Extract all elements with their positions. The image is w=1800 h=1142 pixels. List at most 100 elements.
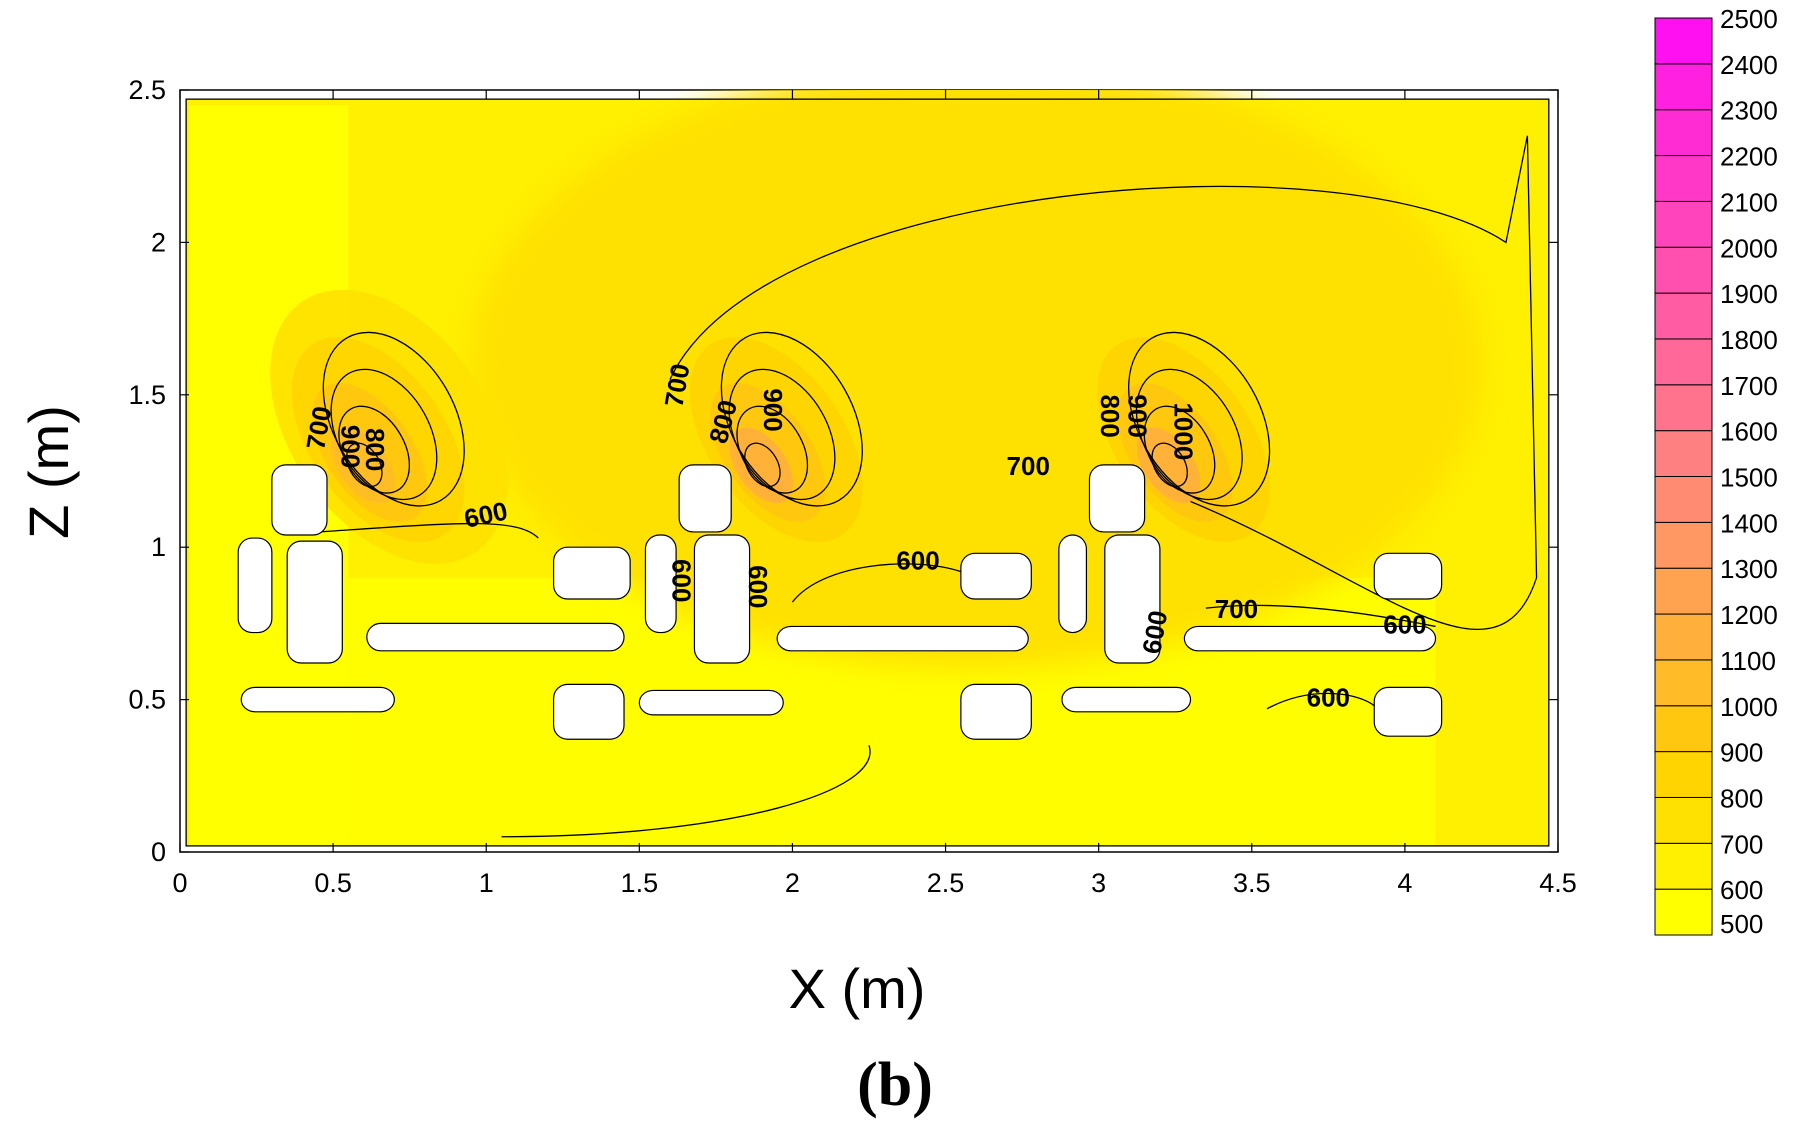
x-tick-label: 2.5 [927, 868, 965, 898]
obstacle [1183, 625, 1437, 652]
contour-domain-edge [185, 98, 1550, 847]
colorbar-swatch [1654, 659, 1713, 707]
y-tick-label: 0 [151, 837, 166, 867]
obstacle [366, 622, 625, 652]
colorbar-label: 2000 [1720, 233, 1778, 263]
x-tick-label: 4 [1397, 868, 1412, 898]
obstacle [776, 625, 1029, 652]
colorbar-swatch [1654, 476, 1713, 523]
contour-label: 700 [1007, 451, 1050, 481]
contour-label: 600 [666, 559, 696, 602]
contour-plume-3 [1151, 442, 1188, 488]
obstacle [960, 683, 1032, 740]
colorbar-label: 1700 [1720, 371, 1778, 401]
colorbar-label: 1800 [1720, 325, 1778, 355]
obstacle [237, 537, 273, 634]
colorbar-label: 1400 [1720, 508, 1778, 538]
x-tick-label: 1 [479, 868, 494, 898]
y-tick-label: 0.5 [128, 685, 166, 715]
colorbar-swatch [1654, 246, 1713, 294]
obstacle [1088, 464, 1146, 533]
contour-lines [185, 98, 1550, 847]
x-axis-title: X (m) [789, 957, 926, 1020]
colorbar-swatch [1654, 109, 1713, 157]
contour-700-right [1205, 604, 1436, 628]
contour-plume-2 [744, 442, 781, 488]
x-tick-label: 3.5 [1233, 868, 1271, 898]
colorbar-swatch [1654, 338, 1713, 386]
obstacle [552, 546, 631, 600]
obstacles [237, 464, 1443, 740]
y-tick-label: 1 [151, 532, 166, 562]
obstacle [1373, 552, 1443, 600]
y-axis-title: Z (m) [17, 405, 80, 539]
colorbar-swatch [1654, 292, 1713, 340]
plume-band [729, 427, 793, 503]
colorbar-swatch [1654, 613, 1713, 661]
plume-band [331, 427, 395, 503]
colorbar-swatch [1654, 17, 1713, 65]
x-tick-label: 0.5 [314, 868, 352, 898]
colorbar-label: 1100 [1720, 646, 1776, 676]
x-tick-label: 3 [1091, 868, 1106, 898]
obstacle [644, 534, 677, 634]
obstacle [271, 464, 328, 536]
contour-label: 900 [1123, 394, 1153, 437]
obstacle [1061, 686, 1192, 713]
colorbar-swatch [1654, 567, 1713, 615]
y-tick-label: 2.5 [128, 75, 166, 105]
colorbar-label: 1900 [1720, 279, 1778, 309]
contour-label: 700 [659, 361, 696, 409]
contour-600-left [317, 522, 539, 539]
obstacle [286, 540, 343, 664]
contour-label: 700 [1215, 594, 1258, 624]
colorbar-label: 600 [1720, 875, 1763, 905]
contour-label: 900 [758, 388, 788, 431]
plume-band [1136, 427, 1201, 503]
colorbar-label: 800 [1720, 783, 1763, 813]
obstacle [638, 689, 784, 716]
colorbar-swatch [1654, 63, 1713, 111]
colorbar-swatch [1654, 705, 1713, 753]
contour-label: 900 [336, 425, 366, 468]
contour-600-mid [791, 563, 962, 603]
obstacle [552, 683, 625, 740]
colorbar-label: 2400 [1720, 50, 1778, 80]
temperature-field [186, 90, 1549, 846]
colorbar-swatch [1654, 384, 1713, 432]
obstacle [678, 464, 732, 533]
contour-label: 800 [1095, 394, 1125, 437]
x-tick-label: 4.5 [1539, 868, 1577, 898]
contour-plume-1 [346, 442, 383, 488]
contour-label: 1000 [1168, 402, 1198, 460]
contour-label: 600 [1307, 682, 1350, 712]
contour-label: 600 [743, 565, 773, 608]
colorbar-swatch [1654, 200, 1713, 248]
contour-label: 600 [1136, 608, 1173, 656]
colorbar-swatch [1654, 430, 1713, 477]
colorbar-label: 1500 [1720, 463, 1778, 493]
colorbar-swatch [1654, 521, 1713, 569]
contour-600-bottom [501, 745, 871, 838]
y-tick-label: 2 [151, 227, 166, 257]
contour-label: 800 [360, 428, 390, 471]
colorbar-label: 1600 [1720, 417, 1778, 447]
contour-600-right [1266, 692, 1375, 710]
colorbar-swatch [1654, 888, 1713, 936]
x-tick-label: 0 [172, 868, 187, 898]
obstacle [1104, 534, 1161, 664]
contour-label: 600 [1383, 609, 1426, 639]
colorbar-label: 2500 [1720, 4, 1778, 34]
colorbar-swatch [1654, 796, 1713, 844]
obstacle [960, 552, 1032, 600]
colorbar-swatch [1654, 842, 1713, 890]
obstacle [693, 534, 751, 664]
panel-label: (b) [857, 1051, 933, 1119]
colorbar-label: 700 [1720, 829, 1763, 859]
colorbar-label: 1200 [1720, 600, 1778, 630]
x-tick-label: 2 [785, 868, 800, 898]
colorbar-label: 2300 [1720, 96, 1778, 126]
colorbar-swatch [1654, 751, 1713, 798]
